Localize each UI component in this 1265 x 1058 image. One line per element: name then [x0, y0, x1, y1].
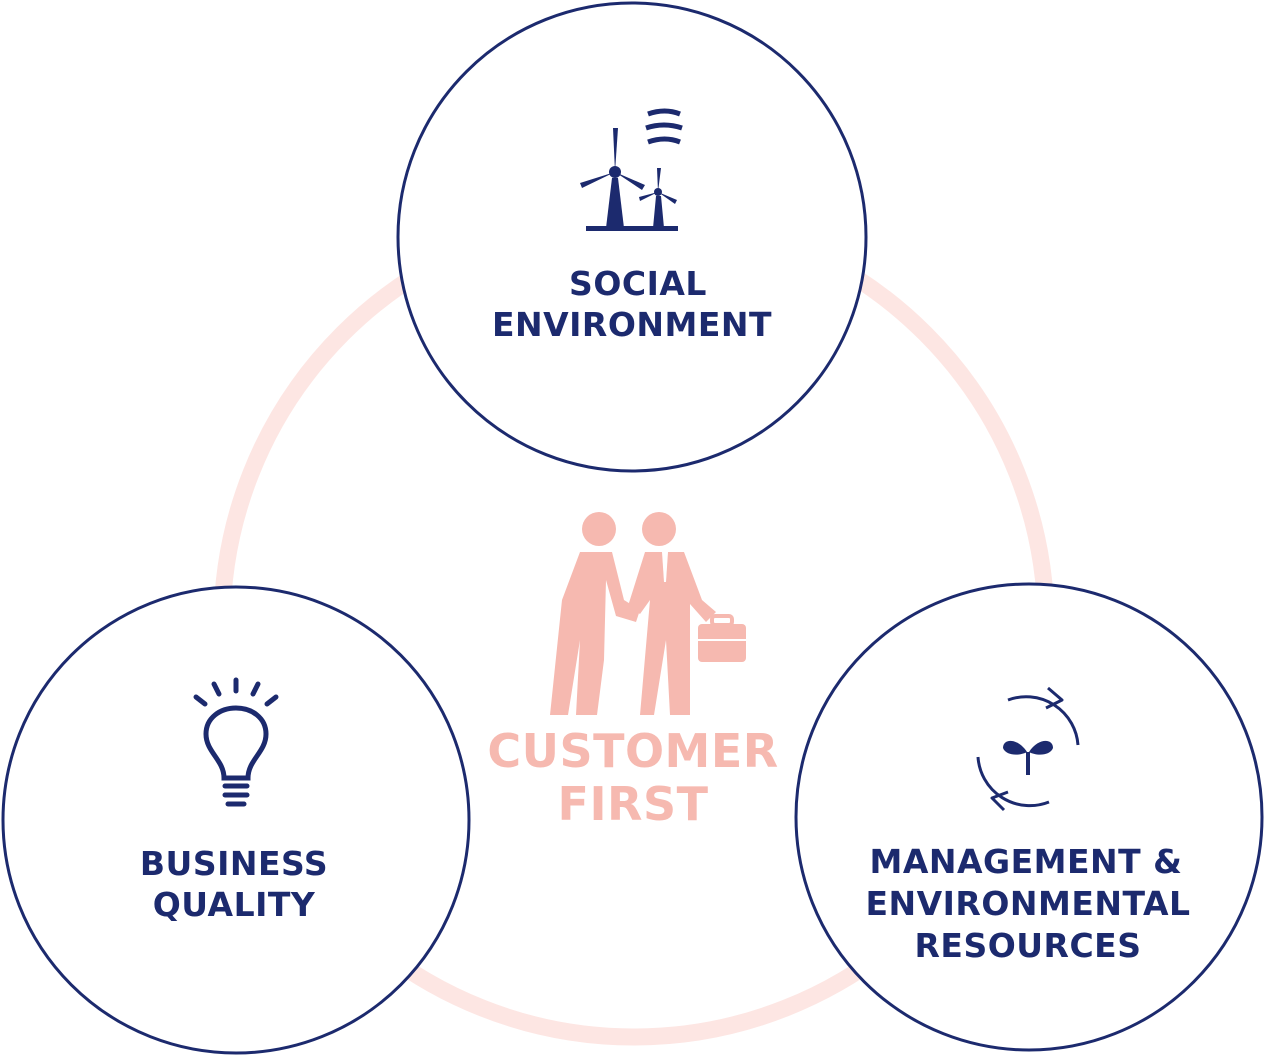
- social-environment-node: SOCIAL ENVIRONMENT: [396, 1, 868, 473]
- wind-turbine-icon: [580, 108, 683, 231]
- management-resources-node: MANAGEMENT & ENVIRONMENTAL RESOURCES: [794, 582, 1264, 1052]
- center-title-line1: CUSTOMER: [487, 724, 778, 778]
- social-label-line2: ENVIRONMENT: [492, 305, 772, 344]
- management-label-line3: RESOURCES: [914, 926, 1141, 965]
- business-label-line2: QUALITY: [153, 885, 316, 924]
- center-title-line2: FIRST: [558, 777, 709, 831]
- business-quality-node: BUSINESS QUALITY: [1, 585, 471, 1055]
- lightbulb-icon: [193, 677, 279, 807]
- handshake-people-icon: [550, 512, 746, 715]
- social-label-line1: SOCIAL: [569, 264, 707, 303]
- business-label-line1: BUSINESS: [140, 844, 328, 883]
- management-label-line1: MANAGEMENT &: [870, 842, 1183, 881]
- management-label-line2: ENVIRONMENTAL: [865, 884, 1190, 923]
- recycle-sprout-icon: [976, 686, 1080, 812]
